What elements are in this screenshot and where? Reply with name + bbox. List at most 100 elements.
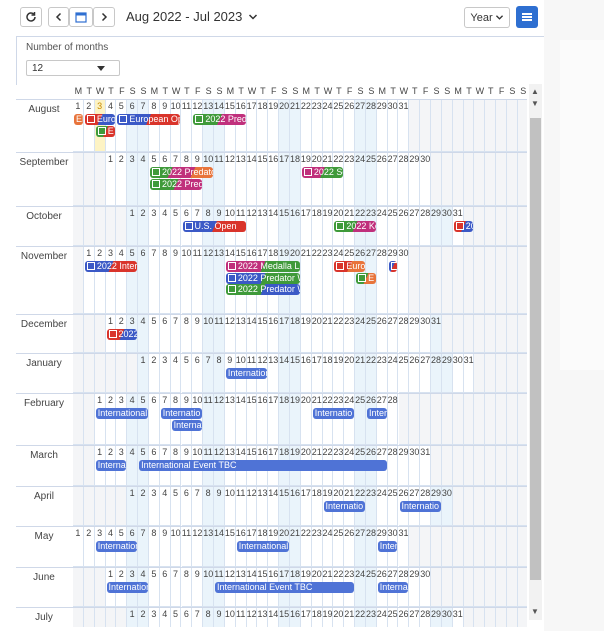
- day-cell[interactable]: 17: [311, 354, 323, 393]
- day-cell[interactable]: 12: [203, 247, 215, 314]
- day-cell[interactable]: 20: [279, 100, 290, 152]
- day-cell[interactable]: 28: [431, 354, 442, 393]
- day-cell[interactable]: 5: [138, 394, 149, 445]
- day-cell[interactable]: 27: [420, 354, 432, 393]
- event-bar[interactable]: 2022 Inter: [84, 261, 138, 272]
- day-cell[interactable]: [474, 394, 486, 445]
- day-cell[interactable]: [517, 315, 527, 353]
- day-cell[interactable]: 19: [300, 153, 312, 206]
- day-cell[interactable]: 25: [333, 100, 345, 152]
- day-cell[interactable]: 23: [311, 100, 323, 152]
- day-cell[interactable]: [116, 608, 128, 627]
- day-cell[interactable]: 2: [138, 608, 149, 627]
- day-cell[interactable]: 27: [355, 527, 366, 567]
- day-cell[interactable]: 23: [311, 527, 323, 567]
- day-cell[interactable]: 6: [148, 394, 160, 445]
- day-cell[interactable]: 11: [214, 315, 225, 353]
- event-bar[interactable]: Internation: [106, 582, 148, 593]
- event-bar[interactable]: Internation: [225, 368, 268, 379]
- day-cell[interactable]: 23: [365, 608, 377, 627]
- day-cell[interactable]: 24: [322, 527, 334, 567]
- day-cell[interactable]: 15: [224, 527, 236, 567]
- day-cell[interactable]: 27: [376, 394, 388, 445]
- event-bar[interactable]: Internatio: [323, 501, 365, 512]
- day-cell[interactable]: [507, 608, 518, 627]
- day-cell[interactable]: 21: [322, 315, 334, 353]
- day-cell[interactable]: 7: [192, 608, 204, 627]
- day-cell[interactable]: 18: [279, 394, 290, 445]
- day-cell[interactable]: 17: [246, 100, 258, 152]
- day-cell[interactable]: [398, 394, 410, 445]
- day-cell[interactable]: 30: [420, 568, 432, 607]
- day-cell[interactable]: [441, 568, 453, 607]
- day-cell[interactable]: 25: [387, 487, 399, 526]
- day-cell[interactable]: 13: [203, 100, 215, 152]
- day-cell[interactable]: 9: [192, 568, 204, 607]
- day-cell[interactable]: 25: [387, 207, 399, 246]
- day-cell[interactable]: 2: [83, 100, 95, 152]
- day-cell[interactable]: 22: [300, 527, 312, 567]
- day-cell[interactable]: 15: [279, 608, 290, 627]
- event-bar[interactable]: 2022 Predator W: [225, 284, 300, 295]
- day-cell[interactable]: 30: [398, 247, 410, 314]
- day-cell[interactable]: 26: [398, 608, 410, 627]
- day-cell[interactable]: 25: [344, 247, 356, 314]
- day-cell[interactable]: [507, 527, 518, 567]
- day-cell[interactable]: 25: [398, 354, 410, 393]
- day-cell[interactable]: [83, 487, 95, 526]
- day-cell[interactable]: 18: [290, 153, 301, 206]
- day-cell[interactable]: [507, 568, 518, 607]
- day-cell[interactable]: [409, 247, 421, 314]
- day-cell[interactable]: 3: [127, 153, 139, 206]
- day-cell[interactable]: [474, 568, 486, 607]
- day-cell[interactable]: 16: [268, 153, 280, 206]
- day-cell[interactable]: 25: [365, 568, 377, 607]
- day-cell[interactable]: [409, 527, 421, 567]
- day-cell[interactable]: 23: [365, 487, 377, 526]
- day-cell[interactable]: 31: [452, 608, 464, 627]
- day-cell[interactable]: [496, 354, 507, 393]
- day-cell[interactable]: [485, 153, 497, 206]
- day-cell[interactable]: [496, 207, 507, 246]
- day-cell[interactable]: [463, 394, 475, 445]
- day-cell[interactable]: [517, 527, 527, 567]
- day-cell[interactable]: [463, 315, 475, 353]
- day-cell[interactable]: 2: [94, 247, 106, 314]
- day-cell[interactable]: 6: [181, 608, 193, 627]
- day-cell[interactable]: 18: [311, 207, 323, 246]
- day-cell[interactable]: [485, 394, 497, 445]
- day-cell[interactable]: [441, 446, 453, 486]
- day-cell[interactable]: [517, 568, 527, 607]
- day-cell[interactable]: 31: [398, 527, 410, 567]
- day-cell[interactable]: 23: [376, 354, 388, 393]
- day-cell[interactable]: [105, 207, 117, 246]
- day-cell[interactable]: 2: [138, 487, 149, 526]
- day-cell[interactable]: 6: [138, 247, 149, 314]
- event-bar[interactable]: Internati: [171, 419, 203, 431]
- day-cell[interactable]: [420, 247, 432, 314]
- day-cell[interactable]: [463, 608, 475, 627]
- day-cell[interactable]: 16: [290, 608, 301, 627]
- day-cell[interactable]: 26: [344, 527, 356, 567]
- event-bar[interactable]: Euro: [84, 114, 116, 125]
- day-cell[interactable]: 12: [214, 394, 225, 445]
- day-cell[interactable]: [94, 153, 106, 206]
- day-cell[interactable]: 28: [387, 394, 399, 445]
- day-cell[interactable]: [485, 207, 497, 246]
- day-cell[interactable]: 3: [105, 247, 117, 314]
- day-cell[interactable]: 28: [376, 247, 388, 314]
- day-cell[interactable]: [507, 394, 518, 445]
- day-cell[interactable]: 19: [300, 315, 312, 353]
- day-cell[interactable]: 26: [398, 207, 410, 246]
- day-cell[interactable]: [507, 207, 518, 246]
- day-cell[interactable]: [517, 394, 527, 445]
- day-cell[interactable]: 27: [387, 315, 399, 353]
- date-range-selector[interactable]: Aug 2022 - Jul 2023: [126, 9, 258, 24]
- day-cell[interactable]: [474, 446, 486, 486]
- day-cell[interactable]: [83, 354, 95, 393]
- day-cell[interactable]: 16: [300, 354, 312, 393]
- day-cell[interactable]: [496, 568, 507, 607]
- day-cell[interactable]: [496, 446, 507, 486]
- day-cell[interactable]: 6: [159, 568, 171, 607]
- event-bar[interactable]: U.S. Open: [182, 221, 246, 232]
